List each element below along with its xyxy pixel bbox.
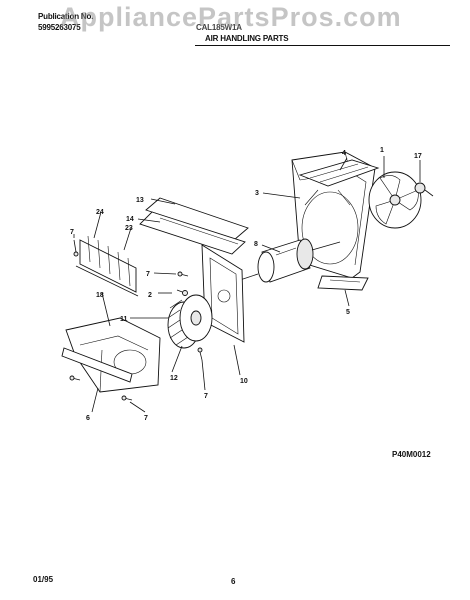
- callout-4: 4: [342, 150, 346, 157]
- publication-number: 5995263075: [38, 23, 81, 32]
- model-number: CAL185W1A: [196, 23, 242, 32]
- top-brace: [298, 159, 380, 187]
- callout-7a: 7: [70, 229, 74, 236]
- watermark: AppliancePartsPros.com: [60, 2, 402, 32]
- callout-6: 6: [86, 415, 90, 422]
- filter-panel: [139, 197, 249, 255]
- shroud-housing: [291, 151, 376, 279]
- callout-2: 2: [148, 292, 152, 299]
- blower-wheel: [167, 294, 213, 349]
- motor: [239, 238, 341, 283]
- callout-14: 14: [126, 216, 134, 223]
- screws: [69, 239, 203, 401]
- footer-date: 01/95: [33, 575, 54, 584]
- figure-code: P40M0012: [392, 450, 431, 459]
- callout-18: 18: [96, 292, 104, 299]
- scroll-plate: [201, 244, 245, 343]
- fan-blade: [368, 171, 422, 229]
- header-rule: [195, 45, 450, 46]
- callout-24: 24: [96, 209, 104, 216]
- callout-12: 12: [170, 375, 178, 382]
- section-title: AIR HANDLING PARTS: [205, 34, 289, 43]
- callout-17: 17: [414, 153, 422, 160]
- scroll-housing: [65, 317, 161, 393]
- callout-7d: 7: [144, 415, 148, 422]
- callout-10: 10: [240, 378, 248, 385]
- callout-5: 5: [346, 309, 350, 316]
- motor-mount: [317, 275, 369, 291]
- callout-1: 1: [380, 147, 384, 154]
- louver-grille: [75, 235, 139, 297]
- bottom-bracket: [61, 347, 133, 383]
- callout-11: 11: [120, 316, 128, 323]
- leader-lines: [73, 156, 421, 413]
- callout-7b: 7: [146, 271, 150, 278]
- footer-page-number: 6: [231, 577, 236, 586]
- publication-label: Publication No.: [38, 12, 94, 21]
- fan-clip: [414, 182, 434, 197]
- callout-8: 8: [254, 241, 258, 248]
- callout-23: 23: [125, 225, 133, 232]
- callout-7c: 7: [204, 393, 208, 400]
- callout-13: 13: [136, 197, 144, 204]
- callout-3: 3: [255, 190, 259, 197]
